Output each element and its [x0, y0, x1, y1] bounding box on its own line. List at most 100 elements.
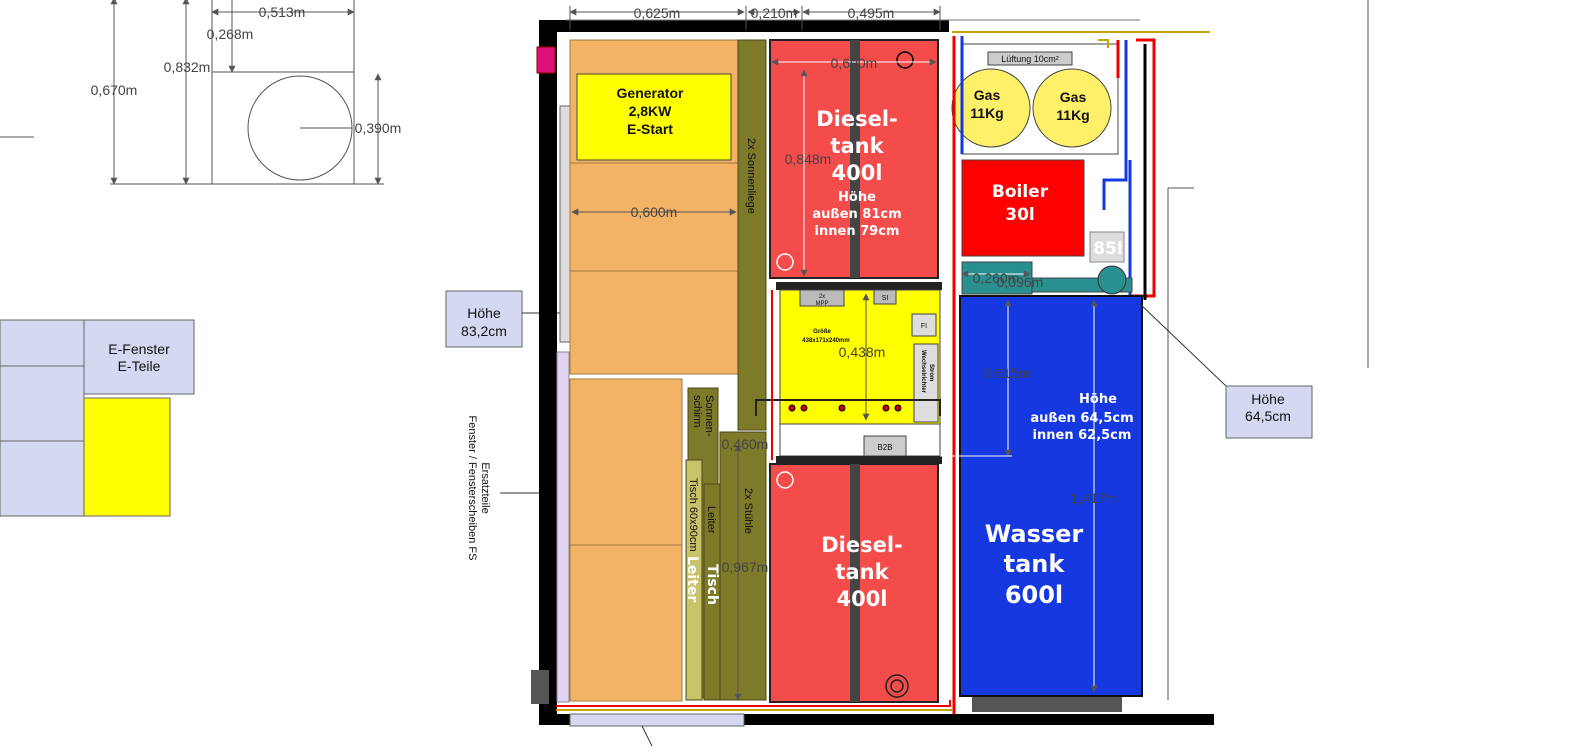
boiler-line-1: Boiler: [992, 182, 1049, 202]
gas-2-line-2: 11Kg: [1056, 107, 1089, 123]
dim-0615: 0,615m: [984, 365, 1031, 381]
diesel-tank-top: 0,600m 0,848m Diesel- tank 400l Höhe auß…: [769, 39, 939, 279]
ersatzteile-label: Ersatzteile Fenster / Fensterscheiben FS: [466, 416, 562, 561]
bottom-leader: [641, 725, 653, 747]
efenster-box: [83, 319, 195, 395]
electrics-white-strip: [779, 423, 941, 457]
orange-storage: Generator 2,8KW E-Start 0,600m: [569, 39, 739, 702]
mppt-line-1: 2x: [819, 294, 825, 300]
ersatzteile-line-1: Ersatzteile: [479, 462, 491, 513]
left-legend: E-Fenster E-Teile: [0, 319, 195, 517]
detail-top-left: 0,513m 0,268m 0,832m 0,670m 0,390m: [0, 0, 401, 185]
electrics-bottom-bar: [776, 456, 942, 464]
dim-0513: 0,513m: [259, 4, 306, 20]
bottom-dark-strip: [972, 696, 1122, 712]
gas-2-line-1: Gas: [1060, 89, 1087, 105]
teal-pump: [1097, 265, 1127, 295]
bottom-lav-strip: [569, 713, 745, 727]
dim-0438: 0,438m: [839, 344, 886, 360]
diesel-bottom-fill-cap: [776, 471, 794, 489]
groesse-line-1: Größe: [813, 329, 831, 335]
water-title-3: 600l: [1005, 581, 1063, 609]
lav-cell-3: [0, 440, 85, 517]
hoehe-645-box: [1225, 385, 1313, 439]
gas-1-line-2: 11Kg: [970, 105, 1003, 121]
piping: [556, 31, 1210, 714]
sonnenschirm-line-1: Sonnen-: [703, 395, 715, 437]
boiler-body: [961, 159, 1085, 257]
pink-marker: [536, 46, 556, 74]
si-label: SI: [882, 295, 889, 302]
electrics-yellow: [779, 289, 941, 425]
sonnenschirm-line-2: schirm: [691, 395, 703, 427]
diesel-top-note-3: innen 79cm: [815, 224, 900, 239]
dim-0096: 0,096m: [997, 274, 1044, 290]
leiter-big-label: Leiter: [684, 556, 700, 602]
red-pipe-right: [1130, 38, 1156, 298]
right-annotations: Höhe 64,5cm: [1139, 0, 1369, 700]
boiler-line-2: 30l: [1005, 205, 1034, 225]
orange-lower: [569, 378, 683, 702]
bottom-wall: [539, 714, 1214, 725]
dark-marker: [531, 670, 549, 704]
top-dimensions: 0,625m 0,210m 0,495m: [569, 5, 941, 30]
diesel-tank-bottom: Diesel- tank 400l: [769, 463, 939, 703]
olive-strips: 2x Sonnenliege Sonnen- schirm Tisch 60x9…: [684, 39, 768, 701]
gas-area: Lüftung 10cm² Gas 11Kg Gas 11Kg: [951, 43, 1119, 155]
diesel-top-title-2: tank: [830, 134, 884, 158]
si-box: [873, 289, 897, 305]
diesel-bottom-drain-inner: [890, 679, 904, 693]
generator-line-3: E-Start: [627, 121, 673, 137]
terminal-2: [800, 404, 808, 412]
label-85l: 85l: [1093, 239, 1122, 259]
diesel-top-note-1: Höhe: [838, 190, 876, 205]
blue-pipe-right: [1102, 40, 1128, 210]
top-wall: [539, 20, 949, 32]
electrics-top-bar: [776, 282, 942, 290]
wechselrichter-box: [913, 343, 939, 423]
dim-0268: 0,268m: [207, 26, 254, 42]
gas-bottle-1: [951, 68, 1031, 148]
ersatzteile-line-2: Fenster / Fensterscheiben FS: [466, 416, 478, 561]
terminal-1: [788, 404, 796, 412]
groesse-line-2: 438x171x240mm: [802, 338, 849, 344]
hoehe-832-line-2: 83,2cm: [461, 323, 507, 339]
diesel-top-note-2: außen 81cm: [812, 207, 901, 222]
generator-line-1: Generator: [617, 85, 684, 101]
dim-0832: 0,832m: [164, 59, 211, 75]
dim-top-0625: 0,625m: [634, 5, 681, 21]
terminal-4: [882, 404, 890, 412]
window-strip: [556, 351, 570, 703]
dim-0848: 0,848m: [785, 151, 832, 167]
diesel-top-title-1: Diesel-: [816, 107, 898, 131]
dim-0260: 0,260m: [973, 270, 1020, 286]
water-title-1: Wasser: [985, 520, 1084, 548]
dim-0600-b: 0,600m: [831, 55, 878, 71]
dim-0670: 0,670m: [91, 82, 138, 98]
wechselrichter-line-1: Strom: [928, 364, 934, 381]
radiator-strip: [559, 105, 571, 343]
lav-cell-1: [0, 319, 85, 367]
diesel-bottom-title-2: tank: [835, 560, 889, 584]
sonnenliege-strip: [737, 39, 767, 431]
generator-line-2: 2,8KW: [629, 103, 673, 119]
dim-top-0210: 0,210m: [751, 5, 798, 21]
yellow-legend-box: [83, 397, 171, 517]
busbar: [755, 399, 941, 416]
diesel-bottom-title-3: 400l: [836, 587, 887, 611]
gas-bottle-2: [1032, 68, 1112, 148]
mppt-box: [799, 289, 845, 307]
diesel-bottom-divider: [850, 464, 860, 702]
dim-1417: 1,417m: [1071, 490, 1118, 506]
lav-cell-2: [0, 365, 85, 442]
dim-0600-a: 0,600m: [631, 204, 678, 220]
hoehe-645-line-2: 64,5cm: [1245, 408, 1291, 424]
diesel-top-title-3: 400l: [831, 161, 882, 185]
gas-1-line-1: Gas: [974, 87, 1001, 103]
hoehe-832-callout: Höhe 83,2cm: [445, 290, 625, 348]
yellow-pipe-bend: [1098, 39, 1109, 48]
diesel-bottom-drain: [885, 674, 909, 698]
water-tank-body: [959, 295, 1143, 697]
terminal-5: [894, 404, 902, 412]
hoehe-832-line-1: Höhe: [467, 305, 501, 321]
